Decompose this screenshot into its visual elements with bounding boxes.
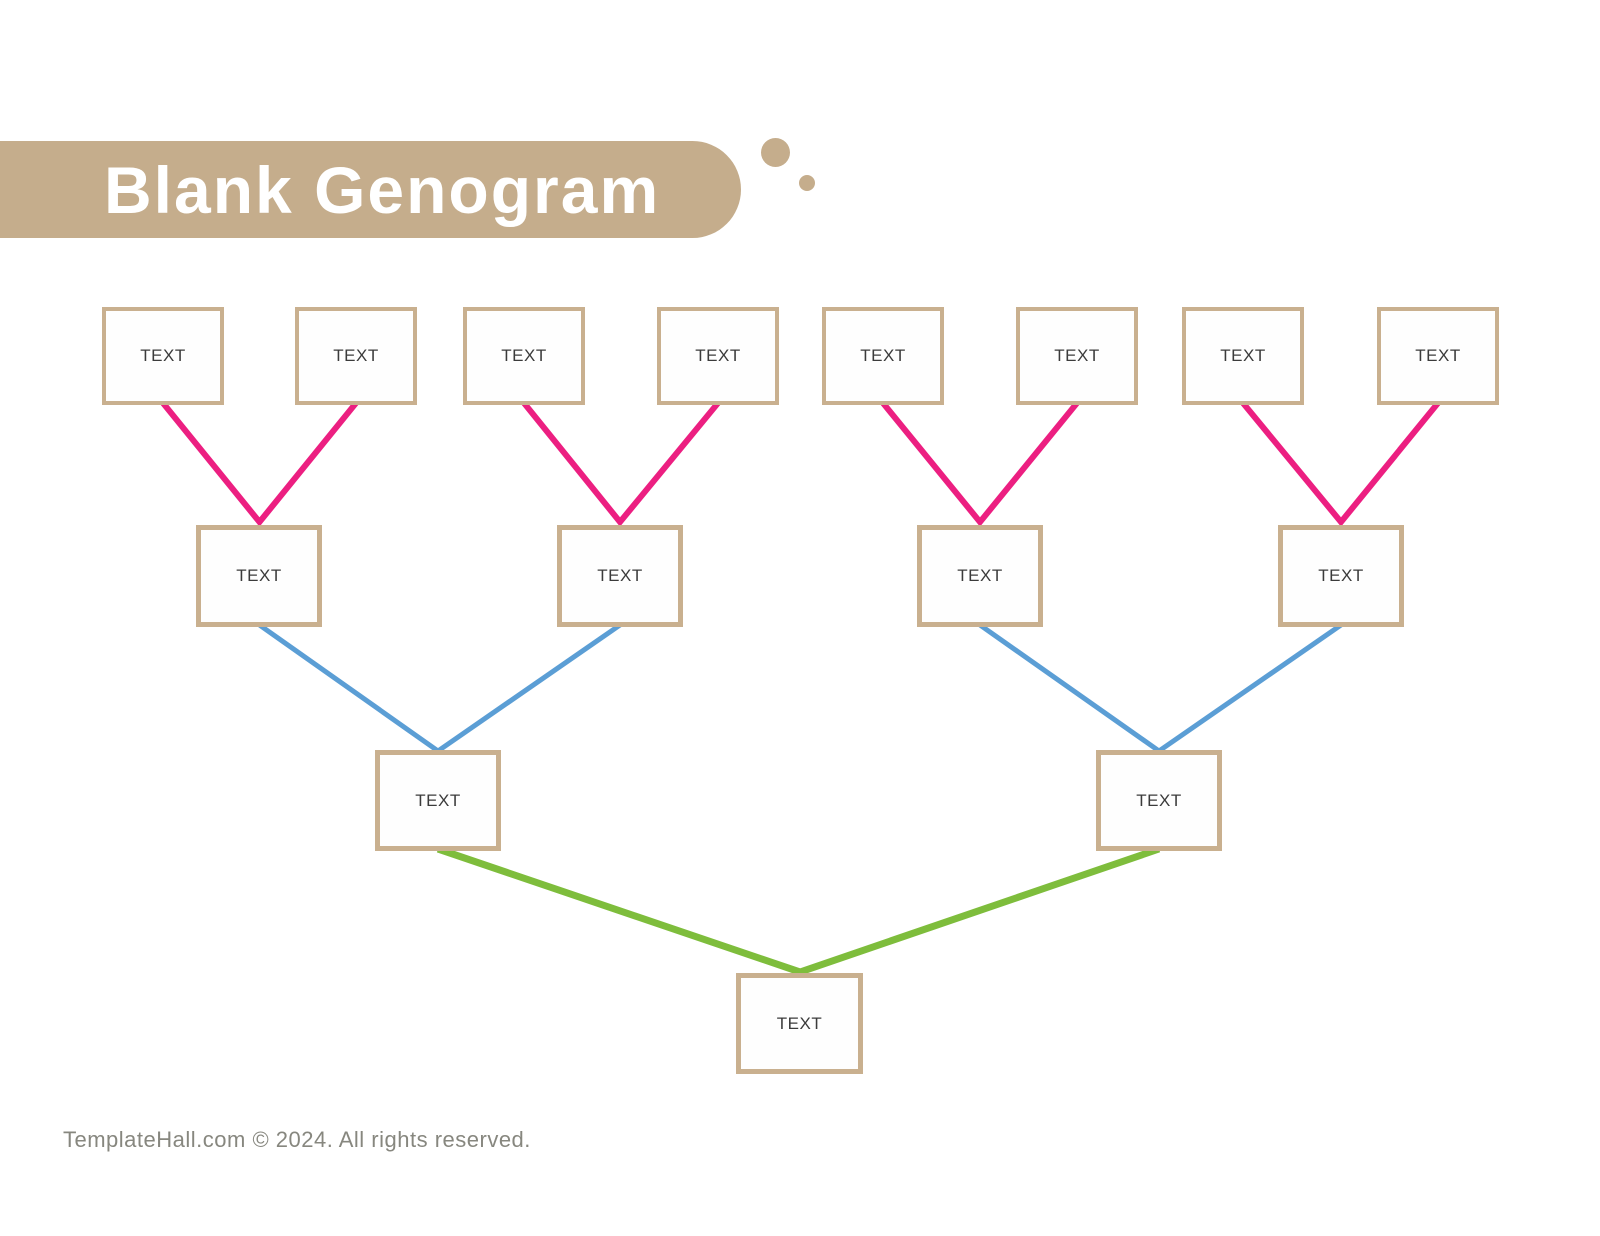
genogram-node-g2-2: TEXT bbox=[557, 525, 683, 627]
genogram-node-g1-2: TEXT bbox=[295, 307, 417, 405]
genogram-node-g2-4: TEXT bbox=[1278, 525, 1404, 627]
genogram-node-g1-6: TEXT bbox=[1016, 307, 1138, 405]
pink-link-line bbox=[1240, 401, 1441, 527]
pink-link-line bbox=[521, 401, 721, 527]
accent-dot-large-icon bbox=[761, 138, 790, 167]
blue-link-line bbox=[258, 622, 622, 755]
green-link-line bbox=[436, 845, 1161, 976]
genogram-node-g2-3: TEXT bbox=[917, 525, 1043, 627]
genogram-node-g2-1: TEXT bbox=[196, 525, 322, 627]
accent-dot-small-icon bbox=[799, 175, 815, 191]
genogram-node-g1-8: TEXT bbox=[1377, 307, 1499, 405]
genogram-node-g1-7: TEXT bbox=[1182, 307, 1304, 405]
pink-link-line bbox=[160, 401, 359, 527]
genogram-node-g4-1: TEXT bbox=[736, 973, 863, 1074]
blue-link-line bbox=[978, 622, 1343, 755]
genogram-node-g3-1: TEXT bbox=[375, 750, 501, 851]
genogram-node-g1-5: TEXT bbox=[822, 307, 944, 405]
genogram-node-g3-2: TEXT bbox=[1096, 750, 1222, 851]
page-title: Blank Genogram bbox=[104, 152, 661, 227]
pink-link-line bbox=[880, 401, 1080, 527]
genogram-node-g1-1: TEXT bbox=[102, 307, 224, 405]
genogram-node-g1-3: TEXT bbox=[463, 307, 585, 405]
title-banner: Blank Genogram bbox=[0, 141, 741, 238]
genogram-node-g1-4: TEXT bbox=[657, 307, 779, 405]
copyright-footer: TemplateHall.com © 2024. All rights rese… bbox=[63, 1127, 531, 1152]
